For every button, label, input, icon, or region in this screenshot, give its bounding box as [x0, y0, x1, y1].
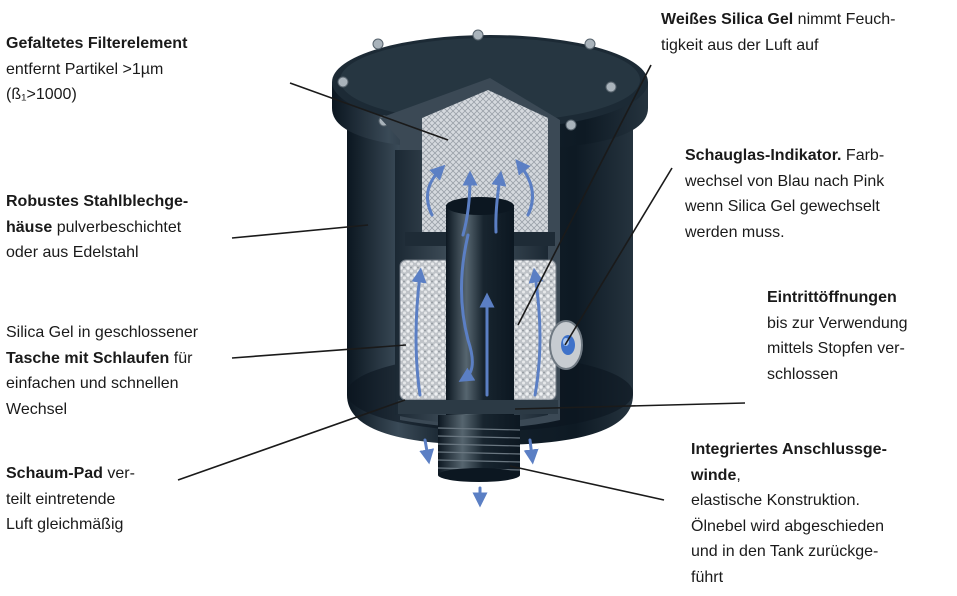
label-silica-bag: Silica Gel in geschlossener Tasche mit S… [6, 324, 199, 418]
label-sight-glass: Schauglas-Indikator. Farb- wechsel von B… [685, 147, 885, 241]
leader-filter-element [289, 82, 449, 141]
leader-lines [177, 64, 746, 501]
label-white-silica: Weißes Silica Gel nimmt Feuch- tigkeit a… [661, 11, 896, 54]
label-inlet: Eintrittöffnungen bis zur Verwendung mit… [767, 289, 908, 383]
label-filter-element: Gefaltetes Filterelement entfernt Partik… [6, 35, 188, 103]
foam-pad [398, 400, 558, 414]
leader-silica-bag [231, 344, 407, 359]
label-foam-pad: Schaum-Pad ver- teilt eintretende Luft g… [6, 465, 135, 533]
sight-glass-indicator [549, 320, 583, 370]
label-thread: Integriertes Anschlussge- winde, elastis… [691, 441, 887, 586]
label-housing: Robustes Stahlblechge- häuse pulverbesch… [6, 193, 189, 261]
leader-housing [231, 224, 369, 239]
lid-bolts [337, 29, 617, 131]
silica-gel-bag-right [509, 259, 557, 401]
leader-sight-glass [564, 167, 673, 346]
leader-white-silica [517, 64, 652, 326]
leader-thread [509, 465, 665, 501]
leader-foam-pad [177, 399, 406, 481]
leader-inlet [514, 402, 746, 410]
central-tube [446, 197, 514, 415]
threaded-connection [437, 415, 521, 482]
